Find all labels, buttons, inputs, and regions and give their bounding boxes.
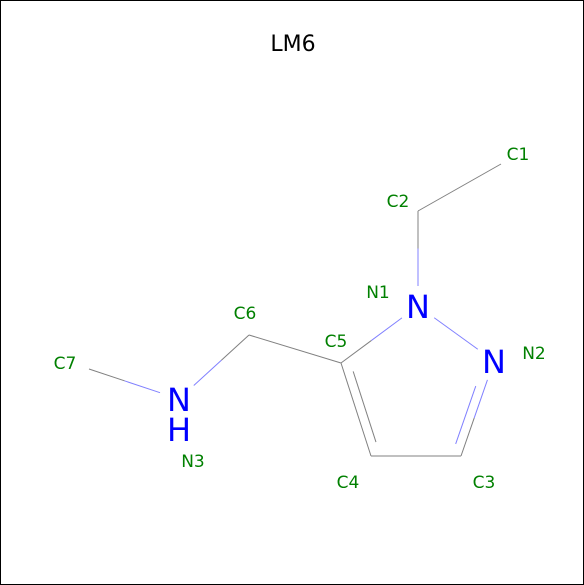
bond-c5-n1-half xyxy=(371,317,403,341)
bond-n3-c7-half xyxy=(88,368,125,382)
atom-label-c1: C1 xyxy=(507,145,530,165)
atom-label-c4: C4 xyxy=(337,473,360,493)
atom-label-n2: N2 xyxy=(522,344,546,364)
atom-label-n1: N1 xyxy=(366,283,390,303)
bond-n2-c3-half xyxy=(460,417,475,457)
bond-c5-c6 xyxy=(248,334,342,364)
bond-c6-n3 xyxy=(221,334,250,361)
bond-n1-n2 xyxy=(433,317,457,334)
hydrogen-symbol-n3: H xyxy=(167,411,191,449)
bond-c6-n3-half xyxy=(193,359,222,386)
atom-label-c6: C6 xyxy=(234,304,257,324)
bond-n3-c7 xyxy=(124,380,161,394)
bond-n2-c3-inner xyxy=(455,385,477,445)
atom-label-c5: C5 xyxy=(325,332,348,352)
bond-c1-c2 xyxy=(417,163,502,212)
bond-c4-c5 xyxy=(340,362,372,457)
atom-label-c3: C3 xyxy=(473,473,496,493)
bond-c4-c5-inner xyxy=(352,371,377,443)
nitrogen-symbol-n1: N xyxy=(406,288,430,326)
atom-label-c7: C7 xyxy=(54,354,77,374)
nitrogen-symbol-n2: N xyxy=(482,343,506,381)
bond-layer xyxy=(88,163,502,457)
atom-label-n3: N3 xyxy=(181,452,205,472)
nitrogen-symbol-n3: N xyxy=(167,381,191,419)
atom-label-c2: C2 xyxy=(387,192,410,212)
bond-c5-n1 xyxy=(340,340,372,364)
bond-n2-c3 xyxy=(473,379,488,419)
diagram-title: LM6 xyxy=(270,32,315,57)
bond-n1-n2-half xyxy=(455,333,479,350)
